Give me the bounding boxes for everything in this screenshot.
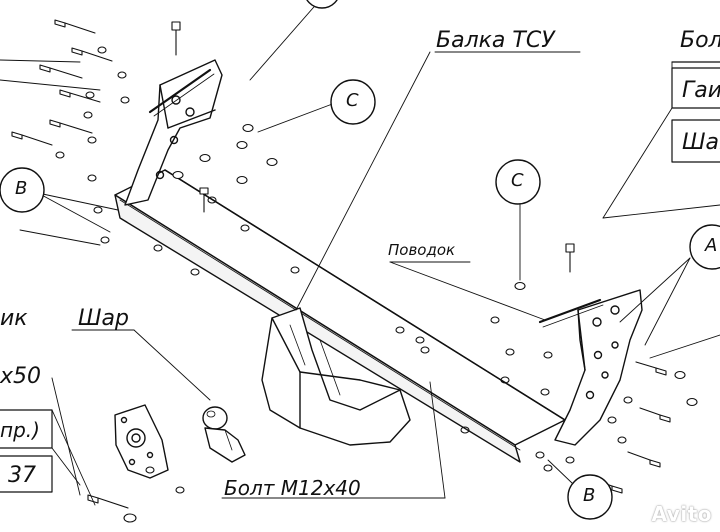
cut-label-nut: Гаи [682, 78, 720, 103]
cut-label-washer: Шаг [682, 130, 720, 155]
cut-label-left-1: ик [0, 306, 28, 331]
callout-b-left: B [15, 178, 28, 199]
right-bracket [538, 289, 643, 446]
tow-ball-assembly [114, 404, 246, 479]
cut-label-top-right: Бол [680, 28, 720, 53]
avito-watermark: Avito [651, 502, 712, 526]
right-fasteners [395, 243, 698, 494]
left-bracket [124, 59, 223, 206]
cut-label-left-2: х50 [0, 364, 42, 389]
left-fasteners [11, 19, 130, 244]
callout-a-right: A [705, 235, 718, 256]
right-label-table [671, 61, 720, 163]
top-bolts [153, 21, 300, 276]
callout-c-mid: C [511, 170, 524, 191]
cut-label-left-4: 37 [8, 463, 36, 488]
ball-mount-socket [261, 307, 411, 446]
callout-c-top: C [346, 90, 359, 111]
leader-lines [0, 0, 720, 506]
cut-label-left-3: пр.) [0, 418, 40, 442]
callout-circles [0, 0, 720, 520]
beam-label: Балка ТСУ [436, 28, 555, 53]
callout-b-bottom: B [583, 485, 596, 506]
left-label-table [0, 409, 53, 493]
tow-bar-beam [114, 169, 566, 463]
bottom-left-bolts [87, 466, 185, 523]
ball-label: Шар [78, 306, 129, 331]
leash-label: Поводок [388, 241, 456, 259]
bolt-m12-label: Болт М12х40 [224, 476, 361, 500]
